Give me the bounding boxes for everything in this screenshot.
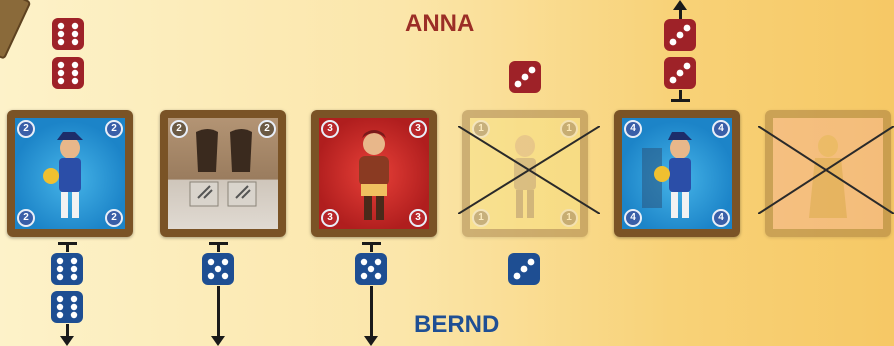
- arrow-shaft: [370, 244, 373, 252]
- card-value: 2: [105, 120, 123, 138]
- red-die-six: [51, 17, 85, 51]
- card-value: 4: [624, 120, 642, 138]
- card-value: 2: [258, 120, 276, 138]
- card-2[interactable]: 2 2: [160, 110, 286, 237]
- cross-out-mark: [458, 126, 600, 214]
- card-value: 2: [170, 120, 188, 138]
- arrow-base-cap: [671, 99, 690, 102]
- red-die-three: [663, 18, 697, 52]
- red-die-three: [663, 56, 697, 90]
- blue-die-three: [507, 252, 541, 286]
- arrow-shaft: [217, 286, 220, 336]
- card-value: 2: [105, 209, 123, 227]
- blue-die-six: [50, 290, 84, 324]
- card-value: 2: [17, 209, 35, 227]
- arrow-shaft: [217, 244, 220, 252]
- blue-die-six: [50, 252, 84, 286]
- card-value: 4: [712, 120, 730, 138]
- card-value: 3: [409, 209, 427, 227]
- arrow-down-icon: [60, 336, 74, 346]
- arrow-down-icon: [364, 336, 378, 346]
- blue-die-five: [201, 252, 235, 286]
- card-3[interactable]: 3 3 3 3: [311, 110, 437, 237]
- arrow-down-icon: [211, 336, 225, 346]
- player-label-bernd: BERND: [414, 311, 499, 339]
- arrow-shaft: [66, 244, 69, 252]
- card-value: 3: [409, 120, 427, 138]
- cross-out-mark: [758, 126, 894, 214]
- card-value: 3: [321, 120, 339, 138]
- red-die-six: [51, 56, 85, 90]
- red-die-three: [508, 60, 542, 94]
- card-value: 2: [17, 120, 35, 138]
- card-value: 3: [321, 209, 339, 227]
- player-label-anna: ANNA: [405, 10, 474, 38]
- arrow-shaft: [66, 324, 69, 336]
- blue-die-five: [354, 252, 388, 286]
- card-value: 4: [624, 209, 642, 227]
- card-value: 4: [712, 209, 730, 227]
- arrow-shaft: [370, 286, 373, 336]
- card-1[interactable]: 2 2 2 2: [7, 110, 133, 237]
- partial-card-corner: [0, 0, 32, 60]
- card-5[interactable]: 4 4 4 4: [614, 110, 740, 237]
